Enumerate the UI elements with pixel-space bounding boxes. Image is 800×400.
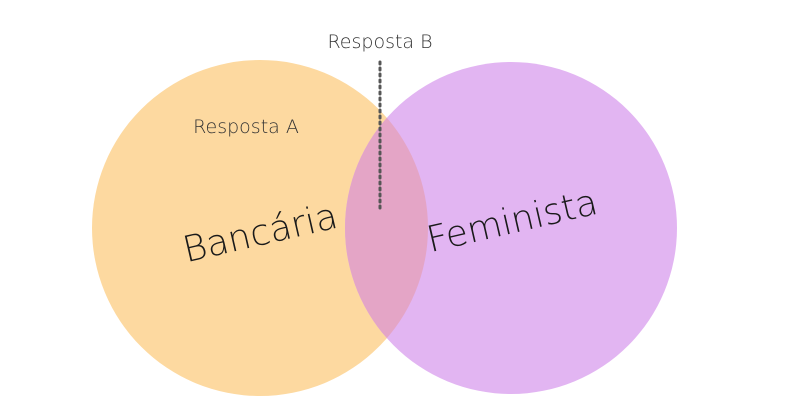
circle-bancaria: [92, 60, 428, 396]
annotation-resposta-b: Resposta B: [327, 31, 432, 53]
circle-feminista: [345, 62, 677, 394]
annotation-resposta-a: Resposta A: [193, 116, 299, 138]
